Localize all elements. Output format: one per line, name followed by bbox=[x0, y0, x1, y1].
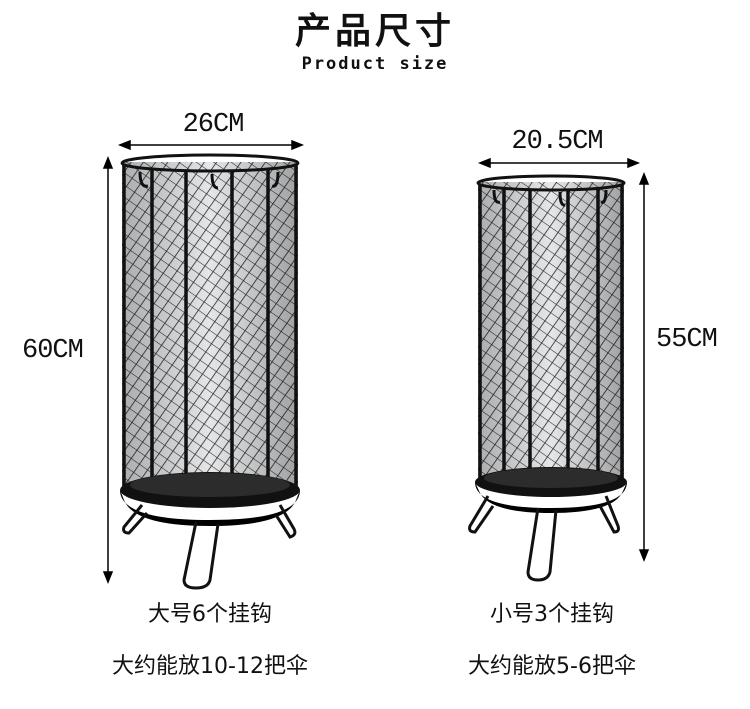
large-width-label: 26CM bbox=[182, 110, 245, 140]
page-title: 产品尺寸 bbox=[294, 11, 455, 52]
small-width-arrow bbox=[477, 157, 641, 169]
large-hooks-caption: 大号6个挂钩 bbox=[148, 602, 272, 627]
small-width-label: 20.5CM bbox=[511, 127, 603, 157]
large-height-arrow bbox=[102, 155, 114, 585]
large-height-label: 60CM bbox=[22, 336, 84, 366]
large-capacity-caption: 大约能放10-12把伞 bbox=[112, 654, 308, 679]
small-hooks-caption: 小号3个挂钩 bbox=[490, 602, 614, 627]
small-umbrella-stand bbox=[468, 174, 627, 582]
small-height-arrow bbox=[638, 171, 650, 563]
page-subtitle: Product size bbox=[301, 54, 449, 74]
small-height-label: 55CM bbox=[656, 325, 718, 355]
large-width-arrow bbox=[117, 139, 305, 151]
small-capacity-caption: 大约能放5-6把伞 bbox=[468, 654, 636, 679]
large-umbrella-stand bbox=[120, 153, 300, 590]
